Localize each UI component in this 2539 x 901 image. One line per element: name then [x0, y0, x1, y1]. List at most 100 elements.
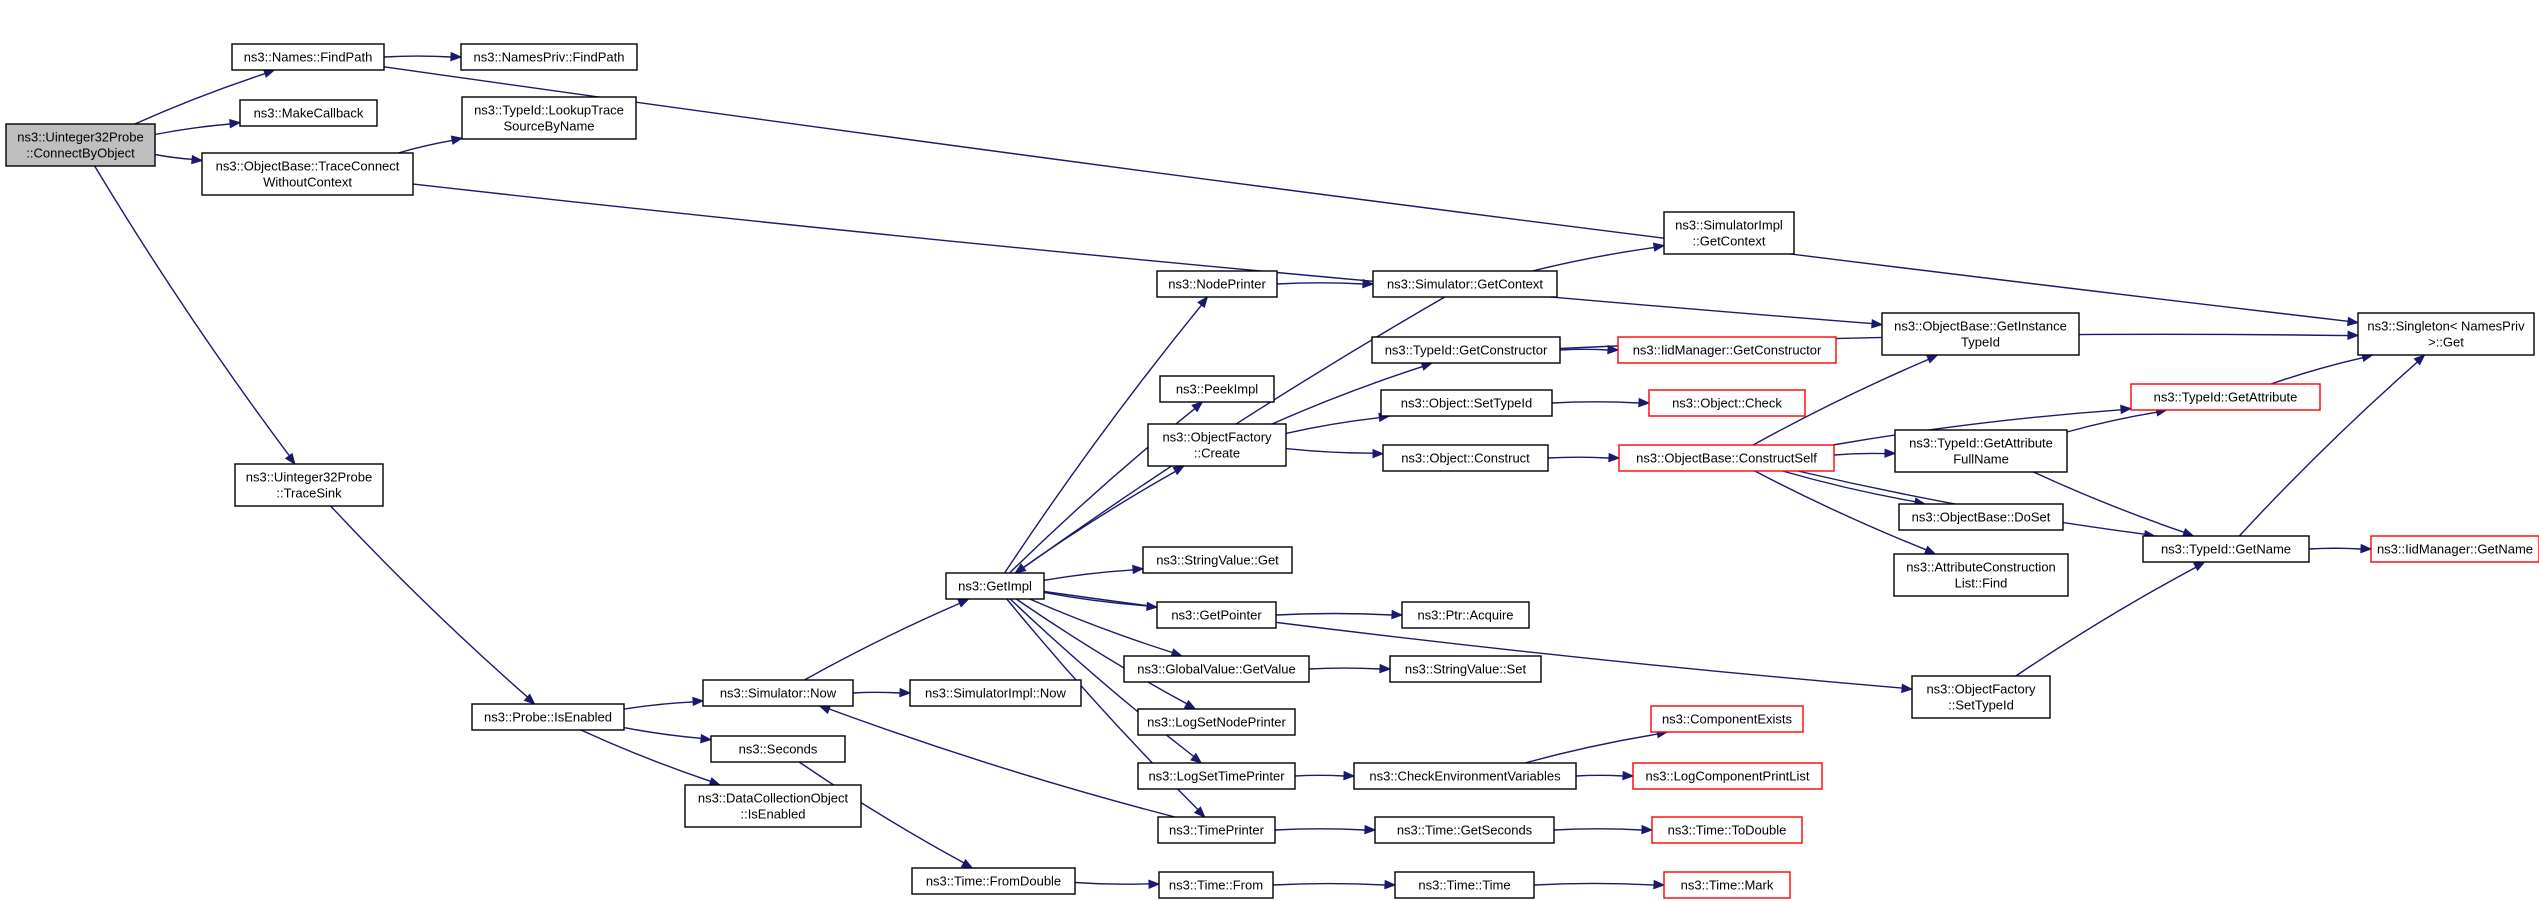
- function-node-stringvalue-set[interactable]: ns3::StringValue::Set: [1389, 655, 1542, 683]
- function-node-root[interactable]: ns3::Uinteger32Probe::ConnectByObject: [5, 123, 156, 167]
- edge-line: [1294, 774, 1345, 777]
- function-node-logcomponentprintlist[interactable]: ns3::LogComponentPrintList: [1632, 762, 1823, 790]
- edge-arrowhead: [1183, 699, 1197, 710]
- function-node-namespriv-findpath[interactable]: ns3::NamesPriv::FindPath: [460, 43, 638, 71]
- edge-line: [154, 153, 193, 160]
- call-edge-getimpl-to-getpointer: [1043, 591, 1159, 611]
- function-node-time-from[interactable]: ns3::Time::From: [1158, 871, 1274, 899]
- function-node-isenabled[interactable]: ns3::Probe::IsEnabled: [471, 703, 625, 731]
- function-node-typeid-getname[interactable]: ns3::TypeId::GetName: [2142, 535, 2310, 563]
- edge-arrowhead: [450, 135, 464, 145]
- function-node-logsettimeprinter[interactable]: ns3::LogSetTimePrinter: [1137, 762, 1296, 790]
- node-label: WithoutContext: [263, 175, 352, 190]
- edge-arrowhead: [957, 598, 970, 608]
- function-node-peekimpl[interactable]: ns3::PeekImpl: [1159, 375, 1275, 403]
- function-node-ptr-acquire[interactable]: ns3::Ptr::Acquire: [1401, 601, 1530, 629]
- function-node-simimpl-getcontext[interactable]: ns3::SimulatorImpl::GetContext: [1663, 211, 1795, 255]
- node-label: ::TraceSink: [276, 486, 342, 501]
- function-node-object-settypeid[interactable]: ns3::Object::SetTypeId: [1380, 389, 1553, 417]
- call-edge-constructself-to-typeid_getattribute: [1832, 404, 2133, 446]
- function-node-time-todouble[interactable]: ns3::Time::ToDouble: [1651, 816, 1803, 844]
- call-edge-isenabled-to-seconds: [623, 726, 713, 744]
- function-node-checkenv[interactable]: ns3::CheckEnvironmentVariables: [1353, 762, 1577, 790]
- function-node-iidmanager-getconstructor[interactable]: ns3::IidManager::GetConstructor: [1617, 336, 1837, 364]
- function-node-getimpl[interactable]: ns3::GetImpl: [945, 572, 1045, 600]
- function-node-objectbase-doset[interactable]: ns3::ObjectBase::DoSet: [1898, 503, 2064, 531]
- node-box: [201, 152, 414, 196]
- node-box: [1158, 871, 1274, 899]
- function-node-simimpl-now[interactable]: ns3::SimulatorImpl::Now: [909, 679, 1082, 707]
- function-node-fromdouble[interactable]: ns3::Time::FromDouble: [911, 867, 1076, 895]
- edge-arrowhead: [1653, 879, 1666, 890]
- function-node-sim-now[interactable]: ns3::Simulator::Now: [702, 679, 854, 707]
- edge-arrowhead: [818, 705, 832, 715]
- function-node-timeprinter[interactable]: ns3::TimePrinter: [1157, 816, 1276, 844]
- call-edge-sim_now-to-getimpl: [804, 598, 970, 681]
- function-node-logsetnodeprinter[interactable]: ns3::LogSetNodePrinter: [1137, 708, 1296, 736]
- node-label: ns3::ObjectFactory: [1926, 682, 2036, 697]
- edge-line: [623, 726, 702, 739]
- call-edge-fromdouble-to-time_from: [1074, 879, 1161, 889]
- edge-line: [1782, 470, 1916, 503]
- function-node-nodeprinter[interactable]: ns3::NodePrinter: [1156, 270, 1278, 298]
- call-edge-root-to-tracectx: [154, 153, 204, 165]
- function-node-stringvalue-get[interactable]: ns3::StringValue::Get: [1142, 546, 1293, 574]
- function-node-getpointer[interactable]: ns3::GetPointer: [1156, 601, 1277, 629]
- function-node-time-mark[interactable]: ns3::Time::Mark: [1663, 871, 1791, 899]
- node-label: ns3::Simulator::Now: [720, 686, 837, 701]
- function-node-object-check[interactable]: ns3::Object::Check: [1648, 389, 1806, 417]
- function-node-typeid-getconstructor[interactable]: ns3::TypeId::GetConstructor: [1371, 336, 1561, 364]
- edge-arrowhead: [1608, 452, 1621, 463]
- function-node-objfactory-create[interactable]: ns3::ObjectFactory::Create: [1147, 423, 1287, 467]
- function-node-makecallback[interactable]: ns3::MakeCallback: [239, 99, 378, 127]
- node-box: [1394, 871, 1535, 899]
- edge-arrowhead: [284, 452, 296, 466]
- function-node-iidmanager-getname[interactable]: ns3::IidManager::GetName: [2370, 535, 2539, 563]
- call-edge-isenabled-to-dco_isenabled: [580, 729, 722, 787]
- function-node-typeid-getattribute[interactable]: ns3::TypeId::GetAttribute: [2130, 383, 2321, 411]
- node-label: ns3::NodePrinter: [1168, 277, 1266, 292]
- function-node-dco-isenabled[interactable]: ns3::DataCollectionObject::IsEnabled: [684, 784, 862, 828]
- function-node-sim-getcontext[interactable]: ns3::Simulator::GetContext: [1372, 270, 1558, 298]
- function-node-singleton[interactable]: ns3::Singleton< NamesPriv>::Get: [2357, 312, 2535, 356]
- node-label: ns3::MakeCallback: [254, 106, 364, 121]
- call-edge-getimpl-to-logsettimeprinter: [1009, 598, 1203, 764]
- edge-arrowhead: [1190, 752, 1203, 764]
- node-box: [239, 99, 378, 127]
- function-node-constructself[interactable]: ns3::ObjectBase::ConstructSelf: [1618, 444, 1835, 472]
- function-node-names-findpath[interactable]: ns3::Names::FindPath: [231, 43, 385, 71]
- node-label: ns3::Singleton< NamesPriv: [2367, 319, 2525, 334]
- node-label: ns3::TimePrinter: [1169, 823, 1265, 838]
- node-label: ns3::ObjectBase::GetInstance: [1894, 319, 2067, 334]
- edge-line: [1272, 882, 1386, 886]
- node-label: SourceByName: [503, 119, 594, 134]
- node-box: [461, 96, 637, 140]
- edge-arrowhead: [523, 693, 536, 705]
- node-label: List::Find: [1955, 576, 2008, 591]
- function-node-globalvalue-getvalue[interactable]: ns3::GlobalValue::GetValue: [1123, 655, 1310, 683]
- call-edges: [94, 51, 2426, 890]
- call-edge-time_from-to-time_time: [1272, 879, 1397, 890]
- function-node-object-construct[interactable]: ns3::Object::Construct: [1382, 444, 1549, 472]
- node-label: ns3::ComponentExists: [1662, 712, 1793, 727]
- edge-arrowhead: [1384, 879, 1397, 890]
- node-box: [1898, 503, 2064, 531]
- call-edge-time_time-to-time_mark: [1533, 879, 1666, 890]
- function-node-objfactory-settypeid[interactable]: ns3::ObjectFactory::SetTypeId: [1911, 675, 2051, 719]
- node-box: [1372, 270, 1558, 298]
- function-node-tracesink[interactable]: ns3::Uinteger32Probe::TraceSink: [234, 463, 384, 507]
- function-node-tracectx[interactable]: ns3::ObjectBase::TraceConnectWithoutCont…: [201, 152, 414, 196]
- function-node-componentexists[interactable]: ns3::ComponentExists: [1650, 705, 1804, 733]
- edge-line: [2270, 357, 2364, 385]
- edge-arrowhead: [1362, 278, 1375, 289]
- function-node-seconds[interactable]: ns3::Seconds: [710, 735, 846, 763]
- function-node-time-getseconds[interactable]: ns3::Time::GetSeconds: [1374, 816, 1555, 844]
- edge-arrowhead: [191, 154, 204, 165]
- node-box: [1374, 816, 1555, 844]
- edge-line: [1754, 470, 1927, 551]
- function-node-time-time[interactable]: ns3::Time::Time: [1394, 871, 1535, 899]
